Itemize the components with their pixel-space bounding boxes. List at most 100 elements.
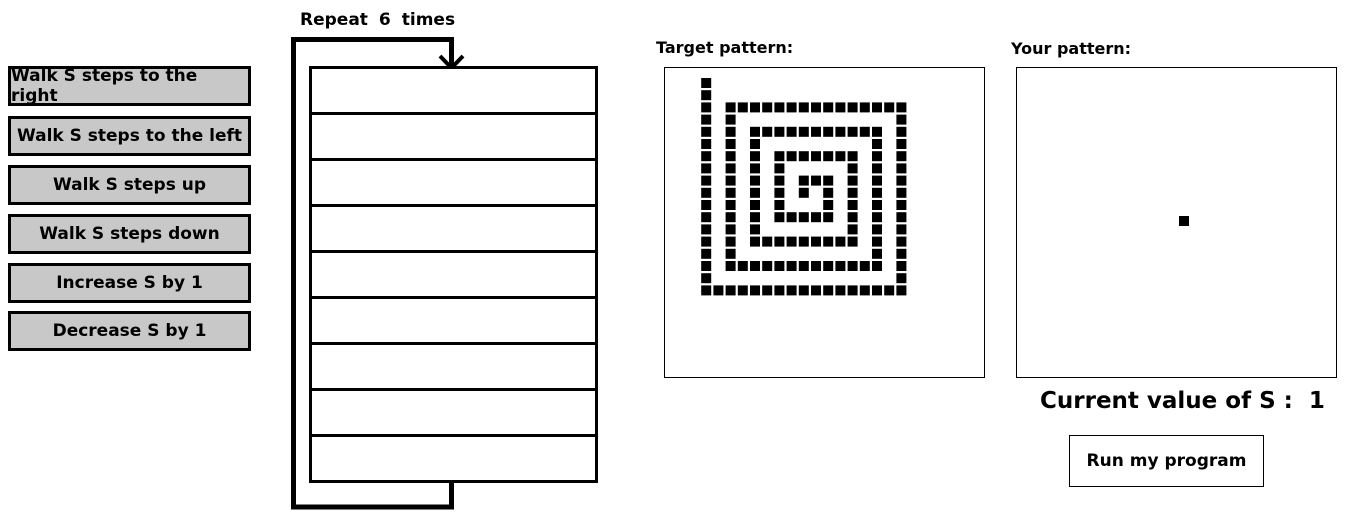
spiral-cell — [798, 151, 809, 162]
spiral-cell — [725, 163, 736, 174]
spiral-cell — [774, 175, 785, 186]
spiral-cell — [823, 261, 834, 271]
spiral-cell — [750, 151, 760, 162]
spiral-cell — [737, 102, 748, 113]
spiral-cell — [725, 200, 736, 210]
spiral-cell — [896, 200, 907, 210]
repeat-header: Repeat 6 times — [300, 10, 455, 30]
repeat-slot[interactable] — [312, 69, 595, 115]
spiral-cell — [786, 261, 797, 271]
spiral-cell — [725, 236, 736, 247]
spiral-cell — [798, 261, 809, 271]
spiral-cell — [798, 175, 809, 186]
spiral-cell — [847, 200, 858, 210]
spiral-cell — [884, 102, 895, 113]
repeat-slot[interactable] — [312, 437, 595, 483]
spiral-cell — [835, 236, 846, 247]
repeat-slot[interactable] — [312, 391, 595, 437]
spiral-cell — [786, 102, 797, 113]
spiral-cell — [847, 175, 858, 186]
spiral-cell — [701, 78, 712, 88]
spiral-cell — [725, 102, 736, 113]
spiral-cell — [786, 236, 797, 247]
spiral-cell — [847, 224, 858, 235]
spiral-cell — [701, 126, 712, 137]
spiral-cell — [750, 175, 760, 186]
repeat-slot[interactable] — [312, 345, 595, 391]
spiral-cell — [725, 261, 736, 271]
spiral-cell — [823, 200, 834, 210]
spiral-cell — [847, 212, 858, 223]
spiral-cell — [737, 261, 748, 271]
spiral-cell — [750, 285, 760, 296]
spiral-cell — [701, 248, 712, 259]
spiral-cell — [798, 187, 809, 198]
spiral-cell — [884, 285, 895, 296]
spiral-cell — [701, 139, 712, 149]
repeat-slot[interactable] — [312, 115, 595, 161]
spiral-cell — [896, 285, 907, 296]
spiral-cell — [774, 212, 785, 223]
your-pattern-canvas — [1016, 67, 1337, 378]
current-s-display: Current value of S : 1 — [1040, 388, 1325, 414]
cmd-walk-left-button[interactable]: Walk S steps to the left — [8, 116, 251, 156]
spiral-cell — [823, 285, 834, 296]
repeat-slot[interactable] — [312, 299, 595, 345]
spiral-cell — [811, 285, 821, 296]
run-program-button[interactable]: Run my program — [1069, 435, 1264, 487]
spiral-cell — [872, 224, 882, 235]
cmd-walk-down-button[interactable]: Walk S steps down — [8, 214, 251, 254]
spiral-cell — [896, 212, 907, 223]
cmd-walk-right-button[interactable]: Walk S steps to the right — [8, 66, 251, 106]
spiral-cell — [859, 102, 870, 113]
repeat-slot[interactable] — [312, 161, 595, 207]
spiral-cell — [725, 151, 736, 162]
spiral-cell — [762, 236, 773, 247]
spiral-cell — [872, 285, 882, 296]
spiral-cell — [811, 175, 821, 186]
spiral-cell — [774, 126, 785, 137]
spiral-cell — [872, 248, 882, 259]
spiral-cell — [737, 285, 748, 296]
spiral-cell — [701, 151, 712, 162]
spiral-cell — [896, 224, 907, 235]
spiral-cell — [811, 151, 821, 162]
spiral-cell — [811, 212, 821, 223]
spiral-cell — [847, 126, 858, 137]
spiral-cell — [725, 248, 736, 259]
repeat-slot-list — [309, 66, 598, 483]
spiral-cell — [750, 102, 760, 113]
spiral-cell — [835, 261, 846, 271]
spiral-cell — [762, 261, 773, 271]
spiral-cell — [798, 285, 809, 296]
spiral-cell — [847, 285, 858, 296]
your-pattern-label: Your pattern: — [1011, 39, 1132, 58]
spiral-cell — [872, 102, 882, 113]
spiral-cell — [823, 212, 834, 223]
repeat-slot[interactable] — [312, 253, 595, 299]
cmd-decrease-s-button[interactable]: Decrease S by 1 — [8, 311, 251, 351]
spiral-cell — [859, 261, 870, 271]
spiral-cell — [896, 151, 907, 162]
spiral-cell — [750, 212, 760, 223]
cmd-increase-s-button[interactable]: Increase S by 1 — [8, 263, 251, 303]
spiral-cell — [725, 139, 736, 149]
spiral-cell — [872, 261, 882, 271]
spiral-cell — [896, 248, 907, 259]
spiral-cell — [701, 90, 712, 101]
spiral-cell — [701, 236, 712, 247]
spiral-cell — [835, 126, 846, 137]
cmd-walk-up-button[interactable]: Walk S steps up — [8, 165, 251, 205]
repeat-slot[interactable] — [312, 207, 595, 253]
spiral-cell — [798, 236, 809, 247]
spiral-cell — [725, 187, 736, 198]
spiral-cell — [786, 285, 797, 296]
spiral-cell — [823, 175, 834, 186]
spiral-cell — [762, 126, 773, 137]
repeat-count[interactable]: 6 — [378, 10, 391, 30]
spiral-cell — [701, 224, 712, 235]
spiral-cell — [701, 285, 712, 296]
spiral-cell — [872, 139, 882, 149]
spiral-cell — [798, 102, 809, 113]
spiral-cell — [750, 200, 760, 210]
